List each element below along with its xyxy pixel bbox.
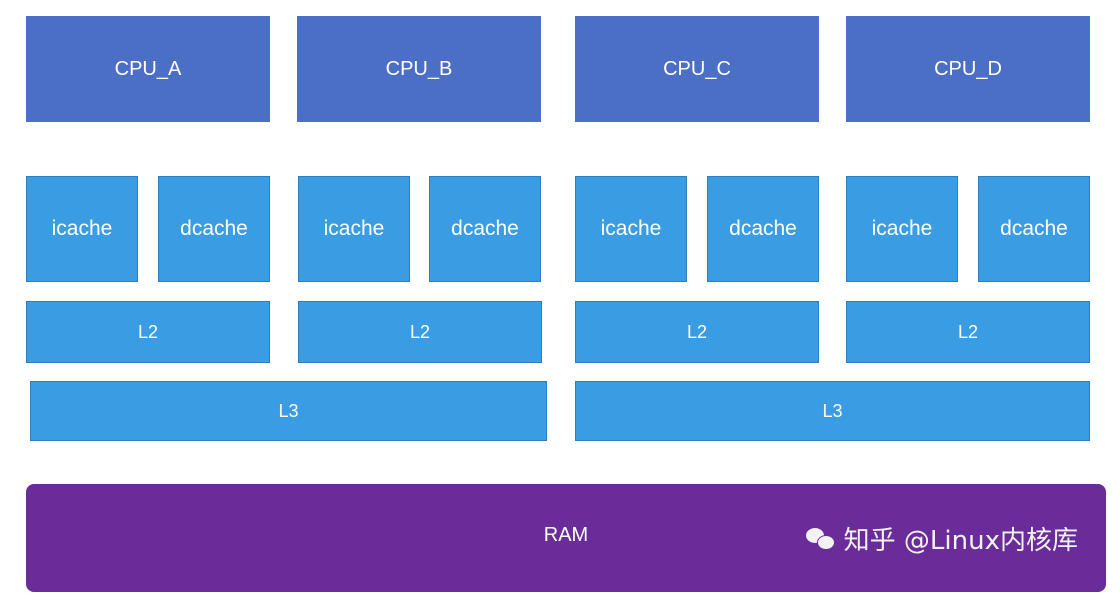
l3-right: L3 [575, 381, 1090, 441]
cpu-c-icache: icache [575, 176, 687, 282]
l2-label: L2 [409, 321, 431, 342]
cpu-b-label: CPU_B [385, 57, 453, 80]
l2-label: L2 [137, 321, 159, 342]
cpu-a-dcache: dcache [158, 176, 270, 282]
cpu-a-l2: L2 [26, 301, 270, 363]
wechat-icon [805, 526, 836, 552]
cpu-d-l2: L2 [846, 301, 1090, 363]
l3-label: L3 [822, 400, 843, 421]
l3-left: L3 [30, 381, 547, 441]
dcache-label: dcache [1000, 217, 1068, 240]
cpu-a-icache: icache [26, 176, 138, 282]
cpu-c-block: CPU_C [575, 16, 819, 122]
icache-label: icache [600, 217, 662, 240]
cpu-b-block: CPU_B [297, 16, 541, 122]
l2-label: L2 [686, 321, 708, 342]
cpu-d-label: CPU_D [934, 57, 1002, 80]
l2-label: L2 [957, 321, 979, 342]
cpu-b-icache: icache [298, 176, 410, 282]
icache-label: icache [871, 217, 933, 240]
cpu-b-l2: L2 [298, 301, 542, 363]
cpu-b-dcache: dcache [429, 176, 541, 282]
ram-block: RAM 知乎 @Linux内核库 [26, 484, 1106, 592]
ram-label: RAM [543, 524, 589, 546]
cpu-a-label: CPU_A [114, 57, 182, 80]
cpu-d-icache: icache [846, 176, 958, 282]
l3-label: L3 [278, 400, 299, 421]
dcache-label: dcache [180, 217, 248, 240]
icache-label: icache [323, 217, 385, 240]
cpu-c-dcache: dcache [707, 176, 819, 282]
cpu-c-l2: L2 [575, 301, 819, 363]
icache-label: icache [51, 217, 113, 240]
cpu-a-block: CPU_A [26, 16, 270, 122]
watermark-text: 知乎 @Linux内核库 [843, 526, 1078, 556]
watermark: 知乎 @Linux内核库 [805, 520, 1078, 557]
dcache-label: dcache [729, 217, 797, 240]
cpu-d-block: CPU_D [846, 16, 1090, 122]
dcache-label: dcache [451, 217, 519, 240]
cpu-d-dcache: dcache [978, 176, 1090, 282]
cpu-c-label: CPU_C [663, 57, 731, 80]
